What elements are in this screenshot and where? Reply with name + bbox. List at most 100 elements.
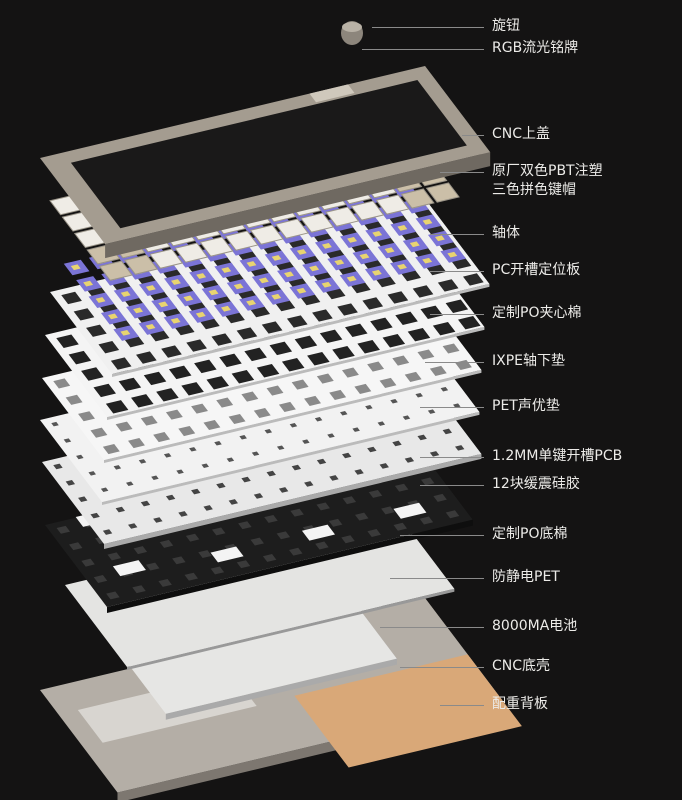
pet-pad-hole: [440, 386, 449, 392]
pet-pad-hole: [390, 398, 398, 404]
po-foam-cutout: [231, 370, 255, 384]
leader-line-switches: [430, 234, 484, 235]
bottom-foam-hole: [445, 510, 460, 519]
bottom-foam-hole: [433, 493, 447, 502]
pet-pad-hole: [314, 417, 323, 422]
label-switches: 轴体: [492, 225, 520, 241]
silicone-pad: [210, 546, 244, 563]
po-foam-cutout: [143, 371, 167, 386]
silicone-pad: [112, 560, 146, 577]
pcb-hole: [329, 475, 339, 481]
pet-pad-hole: [226, 457, 235, 462]
ixpe-hole: [128, 438, 145, 449]
pcb-hole: [278, 487, 289, 493]
bottom-foam-hole: [184, 572, 199, 581]
po-foam-cutout: [445, 299, 469, 314]
pcb-hole: [304, 481, 314, 487]
bottom-foam-hole: [393, 522, 408, 531]
po-foam-cutout: [219, 353, 242, 368]
bottom-foam-hole: [172, 556, 186, 565]
bottom-foam-hole: [420, 477, 435, 486]
label-po-foam: 定制PO夹心棉: [492, 305, 582, 321]
switch-stem: [120, 291, 131, 297]
ixpe-pad-edge: [104, 369, 482, 463]
po-foam-cutout: [206, 376, 230, 390]
switch-stem: [359, 253, 370, 260]
bottom-foam-hole: [146, 562, 160, 571]
switch-stem: [183, 295, 194, 302]
bottom-foam-hole: [394, 483, 409, 492]
switch-stem: [384, 247, 395, 254]
pc-plate-slot: [362, 297, 384, 310]
leader-line-pet-pad: [420, 407, 484, 408]
bottom-foam-hole: [289, 547, 303, 556]
ixpe-hole: [102, 444, 120, 455]
pcb-hole: [455, 445, 465, 451]
ixpe-hole: [442, 343, 460, 354]
pc-plate-slot: [236, 327, 258, 340]
pcb-hole: [78, 496, 88, 503]
ixpe-hole: [392, 355, 410, 366]
po-foam-cutout: [357, 340, 380, 354]
bottom-foam-hole: [81, 558, 95, 567]
pet-pad-hole: [76, 454, 84, 460]
label-keycaps-line1: 原厂双色PBT注塑: [492, 163, 603, 179]
pcb-hole: [253, 493, 264, 499]
po-sandwich-foam-edge: [107, 326, 485, 420]
pet-pad-hole: [264, 429, 273, 434]
switch-stem: [158, 301, 169, 308]
pet-pad-hole: [352, 427, 360, 432]
keycap: [199, 236, 234, 257]
pet-pad-hole: [163, 453, 172, 458]
switch-stem: [422, 219, 433, 225]
keycap: [98, 260, 133, 281]
pet-pad-hole: [453, 403, 461, 408]
bottom-foam-hole: [368, 489, 383, 498]
ixpe-hole: [90, 427, 108, 438]
switch-stem: [145, 285, 156, 291]
switch-stem: [133, 307, 144, 314]
pcb-hole: [140, 500, 151, 507]
po-foam-cutout: [56, 334, 79, 348]
po-foam-cutout: [256, 364, 280, 378]
po-foam-cutout: [395, 311, 418, 326]
label-pet-pad: PET声优垫: [492, 398, 560, 414]
pc-plate-slot: [312, 309, 333, 322]
switch-stem: [397, 225, 408, 231]
po-foam-cutout: [118, 377, 142, 392]
pet-pad-edge: [102, 411, 480, 505]
pcb-hole: [266, 470, 276, 477]
pet-pad-hole: [251, 451, 260, 456]
pet-pad-hole: [100, 487, 109, 492]
keycap: [149, 248, 184, 269]
bottom-foam-hole: [276, 531, 291, 540]
leader-line-knob: [372, 27, 484, 28]
keycap: [123, 254, 159, 275]
bottom-foam-hole: [210, 566, 225, 575]
bottom-foam-hole: [290, 508, 304, 517]
pcb-hole: [404, 457, 415, 463]
pet-pad-hole: [176, 469, 184, 474]
po-foam-cutout: [93, 383, 116, 398]
switch-stem: [246, 299, 257, 306]
pcb-hole: [341, 452, 352, 459]
ixpe-hole: [341, 367, 359, 378]
pcb-hole: [128, 523, 138, 529]
switch-stem: [309, 265, 320, 272]
label-knob: 旋钮: [492, 18, 520, 34]
leader-line-rgb-nameplate: [362, 49, 484, 50]
pc-plate-slot: [387, 291, 409, 304]
pet-pad-hole: [302, 439, 310, 444]
po-foam-cutout: [194, 359, 217, 374]
switch-stem: [372, 231, 383, 237]
bottom-foam-hole: [262, 554, 277, 562]
ixpe-hole: [278, 401, 296, 413]
switch-stem: [447, 251, 458, 258]
switch-stem: [371, 269, 382, 276]
pcb-hole: [191, 488, 201, 495]
switch-stem: [208, 289, 219, 296]
switch-stem: [83, 280, 94, 287]
ixpe-hole: [78, 411, 95, 422]
top-case-opening: [70, 80, 467, 229]
pcb-hole: [65, 480, 76, 486]
